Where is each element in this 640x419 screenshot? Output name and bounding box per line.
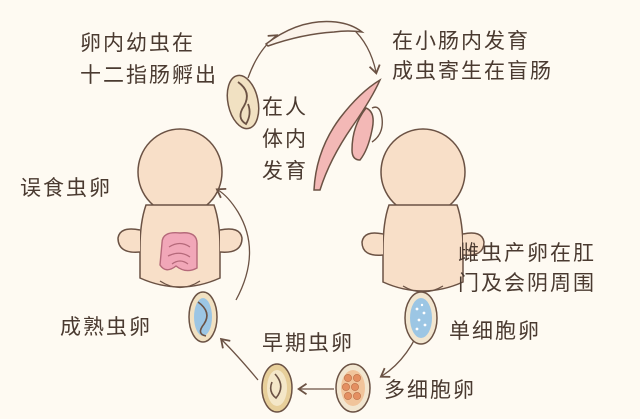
label-adult-line1: 在小肠内发育 — [392, 29, 530, 53]
label-lay-line1: 雌虫产卵在肛 — [458, 241, 596, 265]
label-multi-cell: 多细胞卵 — [384, 378, 476, 402]
label-single-cell: 单细胞卵 — [449, 319, 541, 343]
label-adult-line2: 成虫寄生在盲肠 — [392, 59, 553, 83]
label-lay-line2: 门及会阴周围 — [458, 271, 596, 295]
label-develop-col2: 体内 — [262, 127, 308, 151]
label-mature-egg: 成熟虫卵 — [60, 315, 152, 339]
hatching-egg-icon — [226, 74, 260, 130]
multi-cell-egg-icon — [335, 363, 371, 413]
larva-icon — [264, 20, 365, 47]
early-egg-icon — [261, 363, 293, 413]
label-develop-col1: 在人 — [262, 95, 308, 119]
label-early-egg: 早期虫卵 — [262, 331, 354, 355]
adult-worm-icon — [313, 78, 383, 191]
intestine-icon — [159, 232, 198, 272]
single-cell-egg-icon — [404, 291, 438, 345]
label-hatch-line2: 十二指肠孵出 — [80, 63, 218, 87]
child-figure-right — [361, 128, 485, 293]
label-hatch-line1: 卵内幼虫在 — [80, 31, 195, 55]
mature-egg-icon — [188, 291, 218, 343]
label-develop-col3: 发育 — [262, 159, 308, 183]
label-ingest: 误食虫卵 — [20, 176, 112, 200]
